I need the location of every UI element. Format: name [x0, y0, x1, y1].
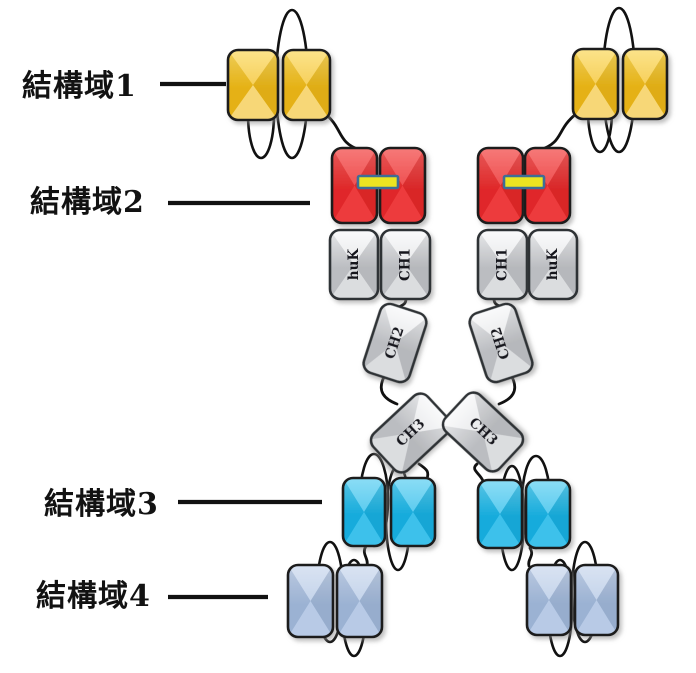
- domain3-left-a-block: [341, 476, 387, 548]
- link-ch2-ch3-left-connector: [379, 375, 399, 406]
- ch2-right-block: CH2: [467, 301, 535, 385]
- ch1-left-text: CH1: [398, 248, 414, 281]
- interchain-linker-right: [502, 174, 546, 190]
- link-d1-to-d2-right-connector: [538, 112, 578, 152]
- ch1-left-block: CH1: [379, 228, 432, 301]
- domain1-right-b-block: [621, 47, 669, 121]
- domain2-left-b-block: [378, 146, 427, 225]
- domain2-label: 結構域2: [30, 185, 145, 220]
- link-ch2-ch3-right-connector: [497, 375, 517, 406]
- huk-right-block: huK: [527, 228, 579, 301]
- domain1-label: 結構域1: [22, 69, 137, 104]
- link-d3-d4-left-connector: [362, 544, 369, 568]
- ch3-left-block: CH3: [366, 389, 456, 477]
- domain4-left-b-block: [335, 563, 384, 639]
- domain3-right-b-block: [524, 478, 572, 550]
- link-d1-to-d2-left-connector: [321, 110, 362, 152]
- link-d3-d4-right-connector: [527, 546, 534, 568]
- domain4-label: 結構域4: [36, 579, 151, 614]
- domain3-left-b-block: [389, 476, 437, 548]
- link-ch3-d3-right-connector: [473, 462, 485, 483]
- domain3-label: 結構域3: [44, 487, 159, 522]
- domain4-left-a-block: [286, 563, 335, 639]
- huk-left-text: huK: [346, 248, 362, 281]
- domain4-right-b-block: [573, 563, 620, 637]
- ch1-right-text: CH1: [495, 248, 511, 281]
- huk-left-block: huK: [328, 228, 380, 301]
- domain3-right-a-block: [476, 478, 524, 550]
- domain1-left-a-block: [226, 48, 280, 122]
- ch3-right-block: CH3: [438, 388, 528, 476]
- interchain-linker-left: [356, 174, 400, 190]
- ch2-left-block: CH2: [361, 301, 429, 385]
- domain1-right-a-block: [571, 47, 620, 121]
- domain1-left-b-block: [281, 48, 332, 122]
- huk-right-text: huK: [545, 248, 561, 281]
- ch1-right-block: CH1: [476, 228, 529, 301]
- domain4-right-a-block: [525, 563, 573, 637]
